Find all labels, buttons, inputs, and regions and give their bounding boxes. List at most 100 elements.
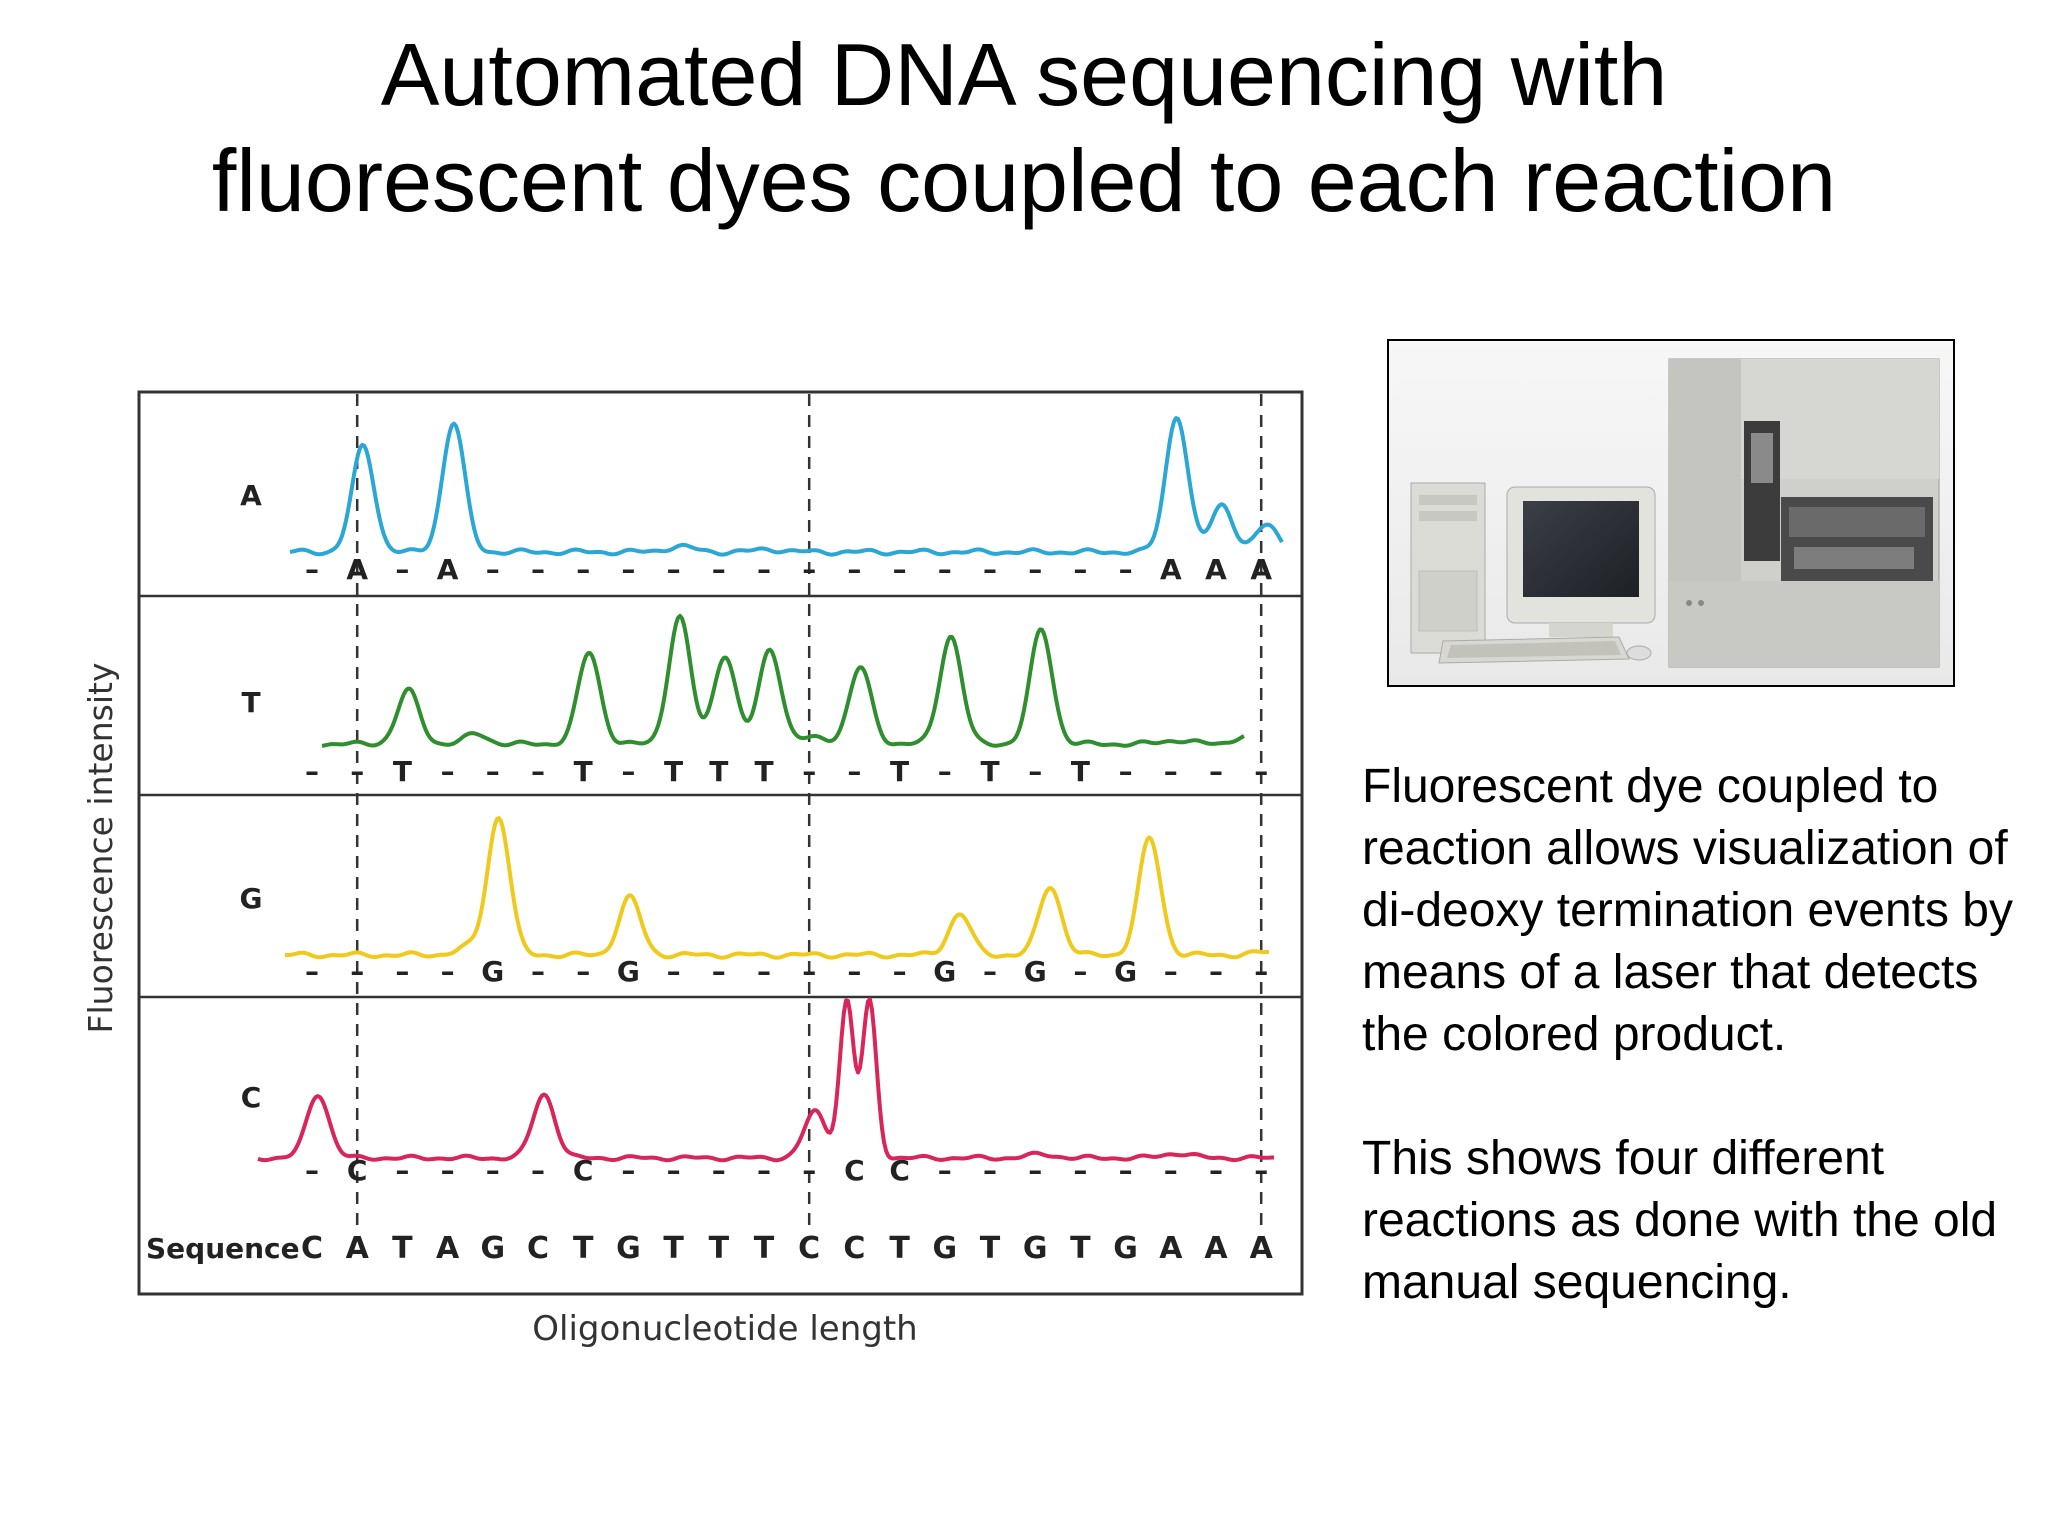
x-axis-label: Oligonucleotide length [532, 1309, 917, 1349]
sequence-base-9: T [663, 1231, 684, 1266]
trace-A [289, 416, 1284, 557]
baseline-mark-T-17: – [1028, 755, 1042, 788]
baseline-mark-T-14: T [890, 755, 909, 788]
sequence-base-8: G [616, 1231, 641, 1266]
baseline-mark-A-4: A [437, 553, 459, 586]
baseline-mark-T-13: – [847, 755, 861, 788]
baseline-mark-C-20: – [1164, 1154, 1178, 1187]
baseline-mark-T-8: – [621, 755, 635, 788]
baseline-mark-A-15: – [938, 553, 952, 586]
baseline-mark-T-12: – [802, 755, 816, 788]
baseline-mark-A-5: – [486, 553, 500, 586]
baseline-mark-A-13: – [847, 553, 861, 586]
baseline-mark-T-1: – [305, 755, 319, 788]
baseline-mark-T-7: T [574, 755, 593, 788]
dashed-guides [355, 394, 1263, 1228]
fluorescence-traces [257, 416, 1284, 1163]
baseline-mark-G-22: – [1254, 955, 1268, 988]
sequence-base-3: T [392, 1231, 413, 1266]
baseline-mark-G-19: G [1114, 955, 1137, 988]
slide-title: Automated DNA sequencing with fluorescen… [0, 22, 2048, 234]
slide-title-line-2: fluorescent dyes coupled to each reactio… [211, 131, 1837, 230]
baseline-mark-T-20: – [1164, 755, 1178, 788]
baseline-mark-G-2: – [350, 955, 364, 988]
crt-monitor [1506, 486, 1656, 637]
baseline-mark-A-21: A [1205, 553, 1227, 586]
sequence-base-16: T [980, 1231, 1001, 1266]
panel-label-T: T [241, 686, 260, 719]
sequence-base-14: T [889, 1231, 910, 1266]
baseline-mark-T-2: – [350, 755, 364, 788]
baseline-mark-A-2: A [346, 553, 368, 586]
sequence-base-13: C [843, 1231, 865, 1266]
baseline-mark-A-3: – [395, 553, 409, 586]
baseline-mark-C-7: C [573, 1154, 594, 1187]
baseline-mark-G-13: – [847, 955, 861, 988]
baseline-mark-C-8: – [621, 1154, 635, 1187]
y-axis-label: Fluorescence intensity [81, 663, 120, 1034]
baseline-mark-C-4: – [441, 1154, 455, 1187]
baseline-mark-C-5: – [486, 1154, 500, 1187]
panel-labels: A T G C [240, 479, 263, 1114]
sequence-base-15: G [932, 1231, 957, 1266]
baseline-mark-C-19: – [1119, 1154, 1133, 1187]
sequence-base-20: A [1159, 1231, 1183, 1266]
baseline-mark-A-11: – [757, 553, 771, 586]
baseline-mark-G-1: – [305, 955, 319, 988]
baseline-mark-G-8: G [617, 955, 640, 988]
panel-label-A: A [240, 479, 262, 512]
chromatogram-border [137, 390, 1304, 1296]
trace-T [321, 613, 1245, 748]
baseline-mark-A-10: – [712, 553, 726, 586]
baseline-mark-G-9: – [667, 955, 681, 988]
baseline-mark-G-18: – [1073, 955, 1087, 988]
sequence-base-17: G [1023, 1231, 1048, 1266]
baseline-mark-A-9: – [667, 553, 681, 586]
baseline-mark-T-4: – [441, 755, 455, 788]
baseline-mark-G-17: G [1024, 955, 1047, 988]
baseline-mark-C-17: – [1028, 1154, 1042, 1187]
baseline-mark-C-14: C [889, 1154, 910, 1187]
sequence-base-11: T [754, 1231, 775, 1266]
sequence-base-18: T [1070, 1231, 1091, 1266]
baseline-mark-G-7: – [576, 955, 590, 988]
baseline-mark-T-19: – [1119, 755, 1133, 788]
baseline-mark-T-3: T [393, 755, 412, 788]
baseline-mark-C-22: – [1254, 1154, 1268, 1187]
baseline-mark-A-19: – [1119, 553, 1133, 586]
baseline-mark-C-9: – [667, 1154, 681, 1187]
baseline-mark-T-9: T [664, 755, 683, 788]
baseline-mark-C-10: – [712, 1154, 726, 1187]
keyboard [1438, 636, 1652, 664]
baseline-mark-G-12: – [802, 955, 816, 988]
baseline-mark-G-6: – [531, 955, 545, 988]
baseline-mark-A-6: – [531, 553, 545, 586]
baseline-mark-C-21: – [1209, 1154, 1223, 1187]
sequence-base-6: C [527, 1231, 549, 1266]
baseline-mark-T-22: – [1254, 755, 1268, 788]
baseline-mark-C-6: – [531, 1154, 545, 1187]
baseline-mark-G-20: – [1164, 955, 1178, 988]
baseline-mark-G-10: – [712, 955, 726, 988]
baseline-mark-G-21: – [1209, 955, 1223, 988]
baseline-mark-C-18: – [1073, 1154, 1087, 1187]
panel-label-C: C [241, 1081, 262, 1114]
baseline-mark-A-18: – [1073, 553, 1087, 586]
baseline-mark-C-16: – [983, 1154, 997, 1187]
description-paragraph-2: This shows four different reactions as d… [1362, 1132, 1998, 1309]
baseline-mark-G-11: – [757, 955, 771, 988]
panel-label-G: G [240, 882, 263, 915]
baseline-mark-G-14: – [893, 955, 907, 988]
baseline-mark-T-16: T [980, 755, 999, 788]
baseline-mark-A-7: – [576, 553, 590, 586]
baseline-mark-A-17: – [1028, 553, 1042, 586]
baseline-mark-C-12: – [802, 1154, 816, 1187]
baseline-mark-T-15: – [938, 755, 952, 788]
chromatogram-frame [137, 390, 1304, 1296]
baseline-mark-A-12: – [802, 553, 816, 586]
description-paragraph-1: Fluorescent dye coupled to reaction allo… [1362, 760, 2013, 1061]
baseline-mark-G-5: G [481, 955, 504, 988]
baseline-mark-A-22: A [1250, 553, 1272, 586]
